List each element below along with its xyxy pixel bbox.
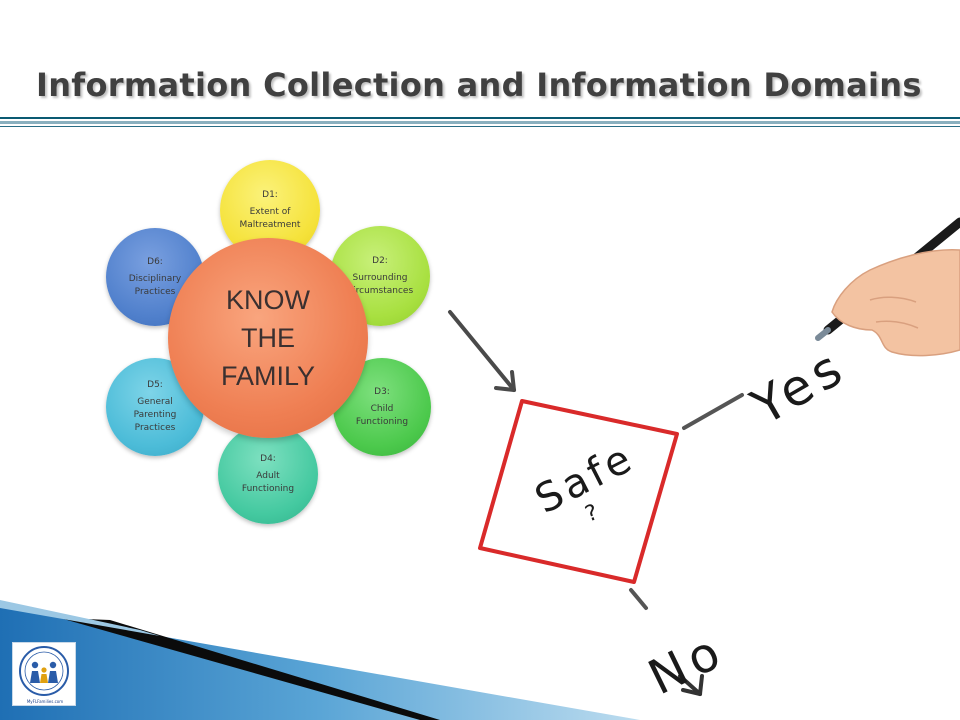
hand-with-pen-icon — [815, 217, 960, 357]
center-line-2: THE — [241, 323, 295, 353]
domain-label: Surrounding Circumstances — [346, 272, 414, 296]
logo-caption: MyFLFamilies.com — [26, 699, 64, 704]
title-rule-bottom — [0, 126, 960, 127]
domain-label: Child Functioning — [355, 403, 409, 427]
yes-connector — [682, 393, 744, 430]
domain-label: Adult Functioning — [241, 470, 295, 494]
arrow-into-box — [448, 310, 516, 392]
domain-code: D4: — [260, 453, 276, 464]
domain-label: Disciplinary Practices — [128, 273, 182, 297]
domain-label: Extent of Maltreatment — [239, 206, 301, 230]
no-connector — [629, 588, 648, 610]
title-rule-top — [0, 117, 960, 119]
people-family-icon — [19, 646, 69, 696]
center-circle: KNOW THE FAMILY — [168, 238, 368, 438]
agency-logo: MyFLFamilies.com — [12, 642, 76, 706]
domain-code: D3: — [374, 386, 390, 397]
center-line-3: FAMILY — [220, 361, 316, 391]
domain-code: D2: — [372, 255, 388, 266]
domain-label: General Parenting Practices — [133, 397, 177, 433]
bottom-band — [0, 600, 640, 720]
no-arrow-icon — [678, 674, 704, 696]
domain-code: D1: — [262, 189, 278, 200]
domain-circle-d4: D4: Adult Functioning — [218, 424, 318, 524]
slide-title: Information Collection and Information D… — [36, 66, 922, 104]
domain-circle-d5: D5: General Parenting Practices — [106, 358, 204, 456]
domain-code: D6: — [147, 256, 163, 267]
title-rule-mid — [0, 121, 960, 124]
decision-box — [478, 399, 679, 584]
domain-code: D5: — [147, 380, 163, 390]
center-line-1: KNOW — [226, 285, 310, 315]
